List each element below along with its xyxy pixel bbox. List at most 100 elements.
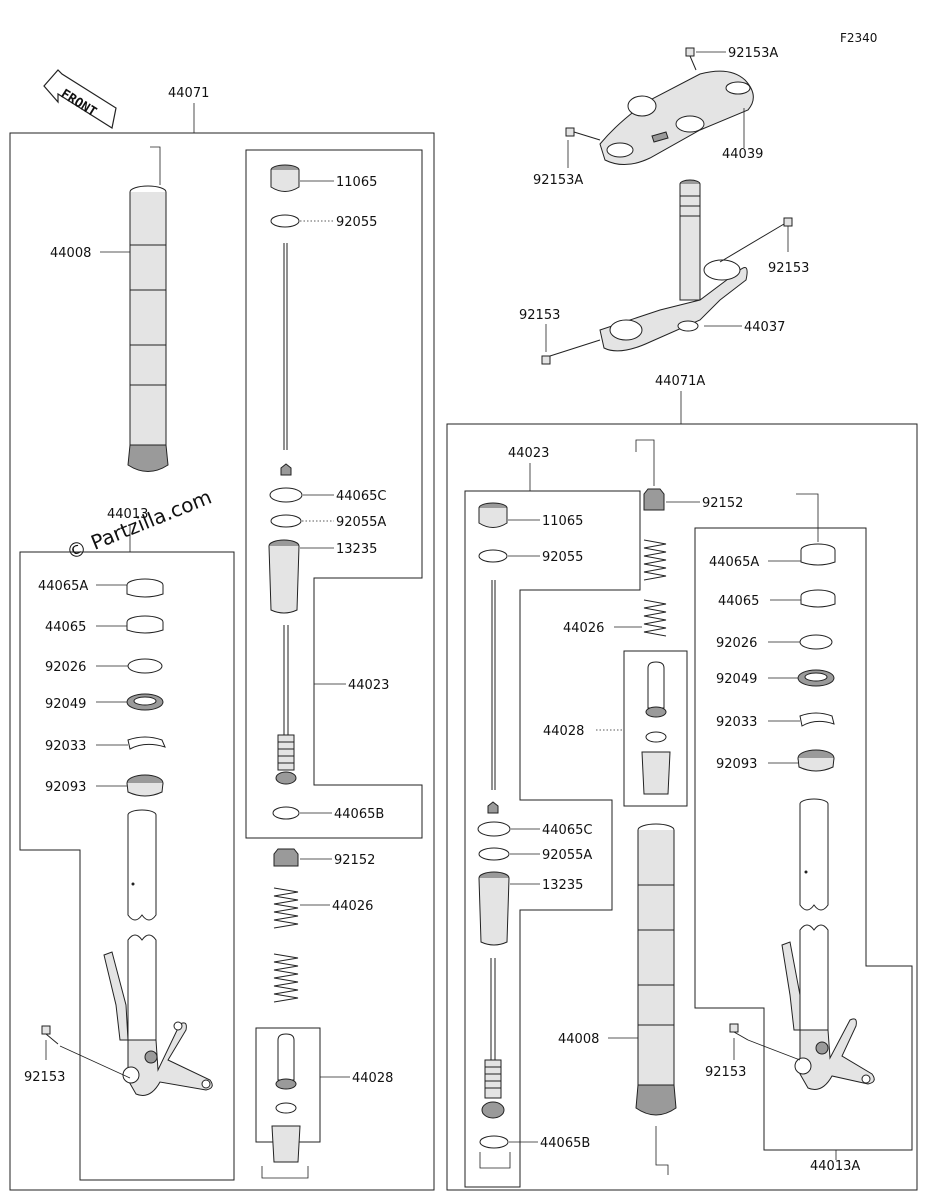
label-92026-left: 92026 xyxy=(45,660,86,675)
label-44065C-right: 44065C xyxy=(542,823,592,838)
damper-assembly-right xyxy=(481,958,505,1119)
ring-44065B xyxy=(272,806,300,820)
label-92152-right: 92152 xyxy=(702,496,743,511)
spring-guide-44028-left xyxy=(271,1033,301,1163)
seal-92049-left xyxy=(126,693,164,711)
frame-44013 xyxy=(19,551,235,1181)
label-92153A-top: 92153A xyxy=(728,46,778,61)
frame-44023-right xyxy=(464,490,641,1188)
nut-92152-right xyxy=(643,488,665,511)
spring-44026-left xyxy=(273,887,299,1003)
label-44065B-right: 44065B xyxy=(540,1136,590,1151)
oring-92055-right xyxy=(478,549,508,563)
oring-92055 xyxy=(270,214,300,228)
label-44065A-right: 44065A xyxy=(709,555,759,570)
washer-92026-right xyxy=(799,634,833,650)
label-44026-right: 44026 xyxy=(563,621,604,636)
frame-44013A xyxy=(694,527,913,1151)
cylinder-13235-right xyxy=(478,871,510,946)
frame-44071 xyxy=(9,132,435,1191)
label-44071: 44071 xyxy=(168,86,209,101)
bolt-92153-left xyxy=(41,1025,59,1045)
label-44023-left: 44023 xyxy=(348,678,389,693)
label-92033-right: 92033 xyxy=(716,715,757,730)
label-92049-left: 92049 xyxy=(45,697,86,712)
label-92153-right-top: 92153 xyxy=(768,261,809,276)
top-cap-11065 xyxy=(270,164,300,192)
label-92152-left: 92152 xyxy=(334,853,375,868)
label-92026-right: 92026 xyxy=(716,636,757,651)
label-44037: 44037 xyxy=(744,320,785,335)
clip-92033-right xyxy=(799,712,835,727)
label-44008-right: 44008 xyxy=(558,1032,599,1047)
seal-92049-right xyxy=(797,669,835,687)
nut-92152-left xyxy=(273,848,299,867)
label-44039: 44039 xyxy=(722,147,763,162)
spring-44026-right xyxy=(643,539,667,637)
label-44028-right: 44028 xyxy=(543,724,584,739)
axle-bracket-right xyxy=(781,941,875,1090)
damper-rod-left xyxy=(283,243,288,450)
label-92153A-left: 92153A xyxy=(533,173,583,188)
label-44013: 44013 xyxy=(107,507,148,522)
label-44065A-left: 44065A xyxy=(38,579,88,594)
label-92153-left-top: 92153 xyxy=(519,308,560,323)
watermark: © Partzilla.com xyxy=(63,485,215,565)
nut-left xyxy=(280,463,292,476)
frame-44023-left xyxy=(245,149,423,839)
dust-seal-92093-left xyxy=(126,774,164,797)
oring-92055A xyxy=(270,514,302,528)
label-92055-right: 92055 xyxy=(542,550,583,565)
label-92153-left: 92153 xyxy=(24,1070,65,1085)
label-13235-right: 13235 xyxy=(542,878,583,893)
label-92033-left: 92033 xyxy=(45,739,86,754)
steering-stem-44037 xyxy=(599,179,748,352)
label-44013A: 44013A xyxy=(810,1159,860,1174)
diagram-code: F2340 xyxy=(840,31,877,45)
frame-44028-right xyxy=(623,650,688,807)
bolt-92153-left-top xyxy=(541,339,601,365)
dust-seal-92093-right xyxy=(797,749,835,772)
front-arrow-icon: FRONT xyxy=(43,69,117,129)
bolt-92153-right xyxy=(729,1023,749,1041)
label-44008-left: 44008 xyxy=(50,246,91,261)
clip-92033-left xyxy=(127,736,166,750)
damper-rod-right xyxy=(491,580,496,790)
label-44065C-left: 44065C xyxy=(336,489,386,504)
damper-assembly-left xyxy=(275,625,297,785)
label-92055A-left: 92055A xyxy=(336,515,386,530)
inner-tube-left xyxy=(127,809,157,1041)
label-13235-left: 13235 xyxy=(336,542,377,557)
label-11065-left: 11065 xyxy=(336,175,377,190)
top-cap-11065-right xyxy=(478,502,508,528)
label-44023-right: 44023 xyxy=(508,446,549,461)
ring-44065B-right xyxy=(479,1135,509,1149)
outer-tube-44008 xyxy=(127,185,169,472)
label-92153-right: 92153 xyxy=(705,1065,746,1080)
frame-44071A xyxy=(446,423,918,1191)
bolt-92153A-top xyxy=(685,47,697,71)
bolt-92153A-left xyxy=(565,127,601,141)
spring-guide-44028-right xyxy=(641,661,671,795)
label-92055-left: 92055 xyxy=(336,215,377,230)
axle-bracket-left xyxy=(103,951,213,1096)
label-44065B-left: 44065B xyxy=(334,807,384,822)
cylinder-13235 xyxy=(268,539,300,614)
label-44028-left: 44028 xyxy=(352,1071,393,1086)
ring-44065C xyxy=(269,487,303,503)
nut-right xyxy=(487,801,499,814)
outer-tube-44008-right xyxy=(635,823,677,1116)
label-92093-left: 92093 xyxy=(45,780,86,795)
label-92055A-right: 92055A xyxy=(542,848,592,863)
label-92093-right: 92093 xyxy=(716,757,757,772)
label-44065-left: 44065 xyxy=(45,620,86,635)
oring-92055A-right xyxy=(478,847,510,861)
ring-44065C-right xyxy=(477,821,511,837)
label-44065-right: 44065 xyxy=(718,594,759,609)
label-92049-right: 92049 xyxy=(716,672,757,687)
upper-clamp-44039 xyxy=(599,70,754,165)
label-44071A: 44071A xyxy=(655,374,705,389)
label-11065-right: 11065 xyxy=(542,514,583,529)
bolt-92153-right-top xyxy=(719,217,793,263)
